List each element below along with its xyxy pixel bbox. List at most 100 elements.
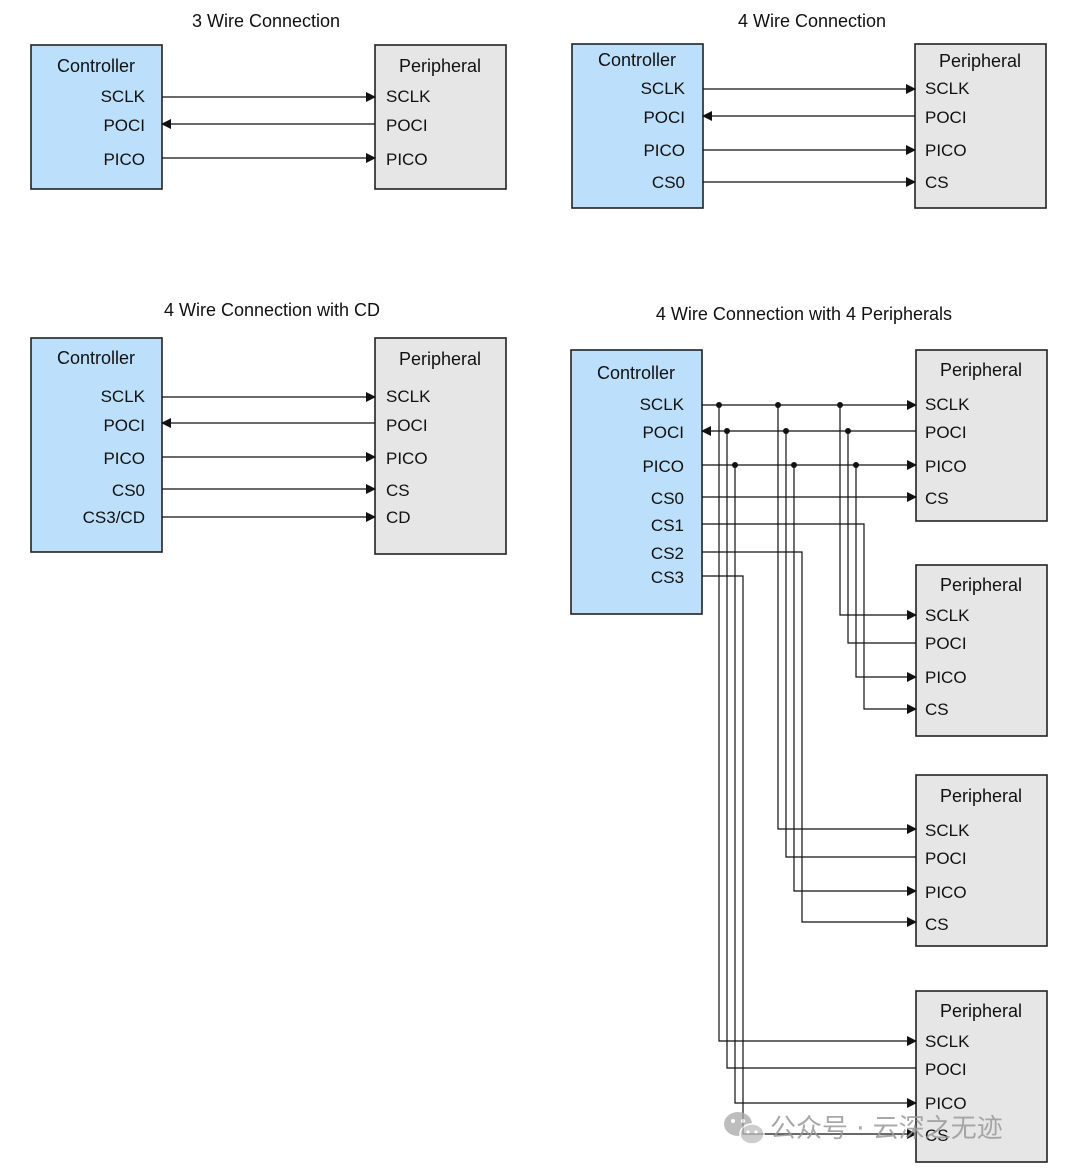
wire-pico-p2 [855, 465, 917, 682]
peripheral-label: Peripheral [940, 360, 1022, 380]
controller-signal-cs2: CS2 [651, 544, 684, 563]
junction-dot [791, 462, 797, 468]
controller-signal-cs3-cd: CS3/CD [83, 508, 145, 527]
wire-pico-p3 [793, 465, 917, 896]
controller-label: Controller [57, 348, 135, 368]
controller-signal-sclk: SCLK [101, 387, 146, 406]
three-wire-diagram: 3 Wire Connection Controller SCLK POCI P… [30, 11, 507, 190]
peripheral-1: Peripheral SCLK POCI PICO CS [915, 349, 1048, 522]
peripheral-signal-pico: PICO [386, 449, 428, 468]
wire-sclk-p2 [839, 405, 917, 620]
peripheral-signal-sclk: SCLK [386, 387, 431, 406]
junction-dots [716, 402, 859, 468]
four-wire-cd-diagram: 4 Wire Connection with CD Controller SCL… [30, 300, 507, 555]
wire-pico-p4 [734, 465, 917, 1108]
wire-poci-p2 [847, 431, 916, 644]
peripheral-signal-poci: POCI [925, 634, 967, 653]
watermark: 公众号 · 云深之无迹 [724, 1112, 1003, 1145]
controller-box [30, 337, 163, 553]
peripheral-signal-pico: PICO [925, 883, 967, 902]
controller-signal-pico: PICO [643, 141, 685, 160]
peripheral-signal-poci: POCI [925, 1060, 967, 1079]
peripheral-2: Peripheral SCLK POCI PICO CS [915, 564, 1048, 737]
peripheral-label: Peripheral [399, 56, 481, 76]
controller-label: Controller [57, 56, 135, 76]
controller-signal-poci: POCI [103, 116, 145, 135]
peripheral-signal-pico: PICO [925, 141, 967, 160]
peripheral-signal-cs: CS [925, 915, 949, 934]
peripheral-signal-poci: POCI [925, 108, 967, 127]
peripheral-box [914, 43, 1047, 209]
peripheral-signal-sclk: SCLK [925, 821, 970, 840]
peripheral-label: Peripheral [939, 51, 1021, 71]
peripheral-signal-sclk: SCLK [925, 79, 970, 98]
junction-dot [775, 402, 781, 408]
peripheral-label: Peripheral [940, 1001, 1022, 1021]
junction-dot [716, 402, 722, 408]
peripheral-signal-pico: PICO [925, 668, 967, 687]
peripheral-signal-pico: PICO [925, 457, 967, 476]
peripheral-signal-cs: CS [925, 489, 949, 508]
junction-dot [724, 428, 730, 434]
junction-dot [732, 462, 738, 468]
peripheral-box [915, 774, 1048, 947]
controller-signal-cs1: CS1 [651, 516, 684, 535]
peripheral-signal-poci: POCI [925, 849, 967, 868]
peripheral-signal-sclk: SCLK [925, 395, 970, 414]
wire-sclk-p3 [777, 405, 917, 834]
wire-poci-p4 [726, 431, 916, 1069]
controller-signal-poci: POCI [643, 108, 685, 127]
wire-cs3-p4 [702, 575, 917, 1139]
peripheral-label: Peripheral [399, 349, 481, 369]
diagram-title: 4 Wire Connection [738, 11, 886, 31]
watermark-text: 公众号 · 云深之无迹 [770, 1114, 1003, 1144]
peripheral-label: Peripheral [940, 575, 1022, 595]
peripheral-signal-cs: CS [925, 173, 949, 192]
controller-signal-poci: POCI [103, 416, 145, 435]
peripheral-3: Peripheral SCLK POCI PICO CS [915, 774, 1048, 947]
peripheral-signal-pico: PICO [386, 150, 428, 169]
controller-signal-sclk: SCLK [640, 395, 685, 414]
wechat-icon [724, 1112, 765, 1145]
diagram-title: 3 Wire Connection [192, 11, 340, 31]
controller-label: Controller [597, 363, 675, 383]
diagram-title: 4 Wire Connection with 4 Peripherals [656, 304, 952, 324]
controller-label: Controller [598, 50, 676, 70]
wire-cs2-p3 [702, 551, 917, 927]
controller-signal-sclk: SCLK [101, 87, 146, 106]
peripheral-signal-pico: PICO [925, 1094, 967, 1113]
peripheral-signal-poci: POCI [386, 116, 428, 135]
peripheral-box [915, 564, 1048, 737]
controller-signal-poci: POCI [642, 423, 684, 442]
peripheral-box [374, 44, 507, 190]
four-peripherals-diagram: 4 Wire Connection with 4 Peripherals Con… [570, 304, 1048, 1163]
peripheral-box [915, 349, 1048, 522]
diagram-title: 4 Wire Connection with CD [164, 300, 380, 320]
peripheral-signal-sclk: SCLK [386, 87, 431, 106]
controller-signal-pico: PICO [103, 449, 145, 468]
controller-signal-cs0: CS0 [652, 173, 685, 192]
controller-signal-cs0: CS0 [651, 489, 684, 508]
peripheral-signal-poci: POCI [925, 423, 967, 442]
controller-box [571, 43, 704, 209]
wire-poci-p3 [785, 431, 916, 858]
peripheral-box [915, 990, 1048, 1163]
controller-signal-sclk: SCLK [641, 79, 686, 98]
controller-signal-cs3: CS3 [651, 568, 684, 587]
controller-box [570, 349, 703, 615]
peripheral-signal-sclk: SCLK [925, 1032, 970, 1051]
wire-cs1-p2 [702, 523, 917, 714]
controller-signal-pico: PICO [642, 457, 684, 476]
peripheral-signal-cd: CD [386, 508, 411, 527]
peripheral-box [374, 337, 507, 555]
junction-dot [853, 462, 859, 468]
peripheral-signal-cs: CS [925, 1126, 949, 1145]
four-wire-diagram: 4 Wire Connection Controller SCLK POCI P… [571, 11, 1047, 209]
controller-box [30, 44, 163, 190]
peripheral-signal-poci: POCI [386, 416, 428, 435]
controller-signal-pico: PICO [103, 150, 145, 169]
controller-signal-cs0: CS0 [112, 481, 145, 500]
junction-dot [837, 402, 843, 408]
peripheral-signal-sclk: SCLK [925, 606, 970, 625]
peripheral-signal-cs: CS [925, 700, 949, 719]
